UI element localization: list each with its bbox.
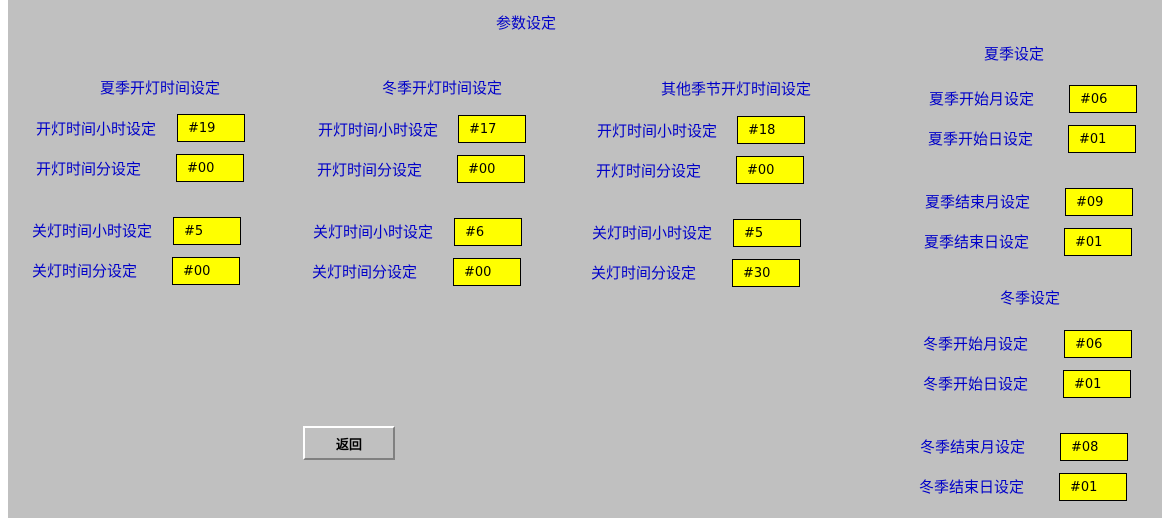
other-on-min-input[interactable] [736, 156, 804, 184]
winter-off-hour-label: 关灯时间小时设定 [313, 223, 434, 241]
winter-on-hour-input[interactable] [458, 115, 526, 143]
winter-on-hour-label: 开灯时间小时设定 [318, 121, 439, 139]
winter-start-day-input[interactable] [1063, 370, 1131, 398]
winter-end-month-input[interactable] [1060, 433, 1128, 461]
summer-on-min-label: 开灯时间分设定 [36, 160, 142, 178]
winter-start-month-input[interactable] [1064, 330, 1132, 358]
other-on-min-label: 开灯时间分设定 [596, 162, 702, 180]
left-window-edge [0, 0, 8, 518]
winter-on-min-input[interactable] [457, 155, 525, 183]
summer-off-hour-label: 关灯时间小时设定 [32, 222, 153, 240]
summer-on-hour-label: 开灯时间小时设定 [36, 120, 157, 138]
winter-start-day-label: 冬季开始日设定 [923, 375, 1029, 393]
summer-start-month-label: 夏季开始月设定 [929, 90, 1035, 108]
other-lights-header: 其他季节开灯时间设定 [661, 80, 812, 98]
winter-start-month-label: 冬季开始月设定 [923, 335, 1029, 353]
winter-end-day-input[interactable] [1059, 473, 1127, 501]
summer-off-min-input[interactable] [172, 257, 240, 285]
summer-start-month-input[interactable] [1069, 85, 1137, 113]
summer-end-month-label: 夏季结束月设定 [925, 193, 1031, 211]
back-button[interactable]: 返回 [303, 426, 395, 460]
winter-end-month-label: 冬季结束月设定 [920, 438, 1026, 456]
summer-on-min-input[interactable] [176, 154, 244, 182]
summer-season-header: 夏季设定 [984, 45, 1045, 63]
winter-season-header: 冬季设定 [1000, 289, 1061, 307]
winter-off-min-input[interactable] [453, 258, 521, 286]
winter-lights-header: 冬季开灯时间设定 [382, 79, 503, 97]
summer-end-month-input[interactable] [1065, 188, 1133, 216]
summer-end-day-input[interactable] [1064, 228, 1132, 256]
winter-end-day-label: 冬季结束日设定 [919, 478, 1025, 496]
summer-start-day-input[interactable] [1068, 125, 1136, 153]
other-off-min-input[interactable] [732, 259, 800, 287]
page-title: 参数设定 [496, 14, 557, 32]
summer-on-hour-input[interactable] [177, 114, 245, 142]
winter-off-min-label: 关灯时间分设定 [312, 263, 418, 281]
winter-on-min-label: 开灯时间分设定 [317, 161, 423, 179]
other-on-hour-label: 开灯时间小时设定 [597, 122, 718, 140]
summer-end-day-label: 夏季结束日设定 [924, 233, 1030, 251]
other-off-hour-input[interactable] [733, 219, 801, 247]
summer-lights-header: 夏季开灯时间设定 [100, 79, 221, 97]
summer-off-min-label: 关灯时间分设定 [32, 262, 138, 280]
winter-off-hour-input[interactable] [454, 218, 522, 246]
other-off-hour-label: 关灯时间小时设定 [592, 224, 713, 242]
other-off-min-label: 关灯时间分设定 [591, 264, 697, 282]
summer-start-day-label: 夏季开始日设定 [928, 130, 1034, 148]
other-on-hour-input[interactable] [737, 116, 805, 144]
summer-off-hour-input[interactable] [173, 217, 241, 245]
